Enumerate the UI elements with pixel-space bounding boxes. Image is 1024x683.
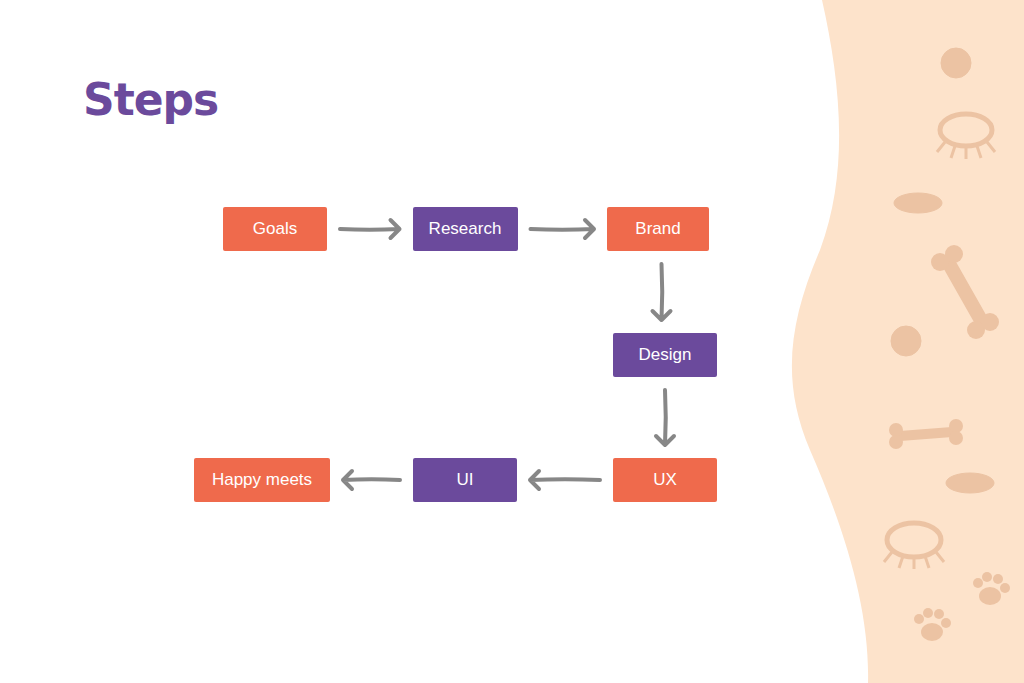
flow-arrow <box>531 220 595 238</box>
collar-spikes <box>884 142 995 569</box>
box-label: Happy meets <box>212 470 312 490</box>
pet-icons <box>884 48 1010 641</box>
box-label: UI <box>457 470 474 490</box>
bone-icon <box>900 262 982 436</box>
bowl-icon <box>946 473 994 493</box>
paw-icon <box>914 572 1010 641</box>
process-box: Brand <box>607 207 709 251</box>
process-box: Goals <box>223 207 327 251</box>
box-label: UX <box>653 470 677 490</box>
flow-arrow <box>340 220 400 238</box>
process-box: Happy meets <box>194 458 330 502</box>
title: Steps <box>83 76 218 124</box>
flow-arrow <box>653 264 671 320</box>
process-box: UI <box>413 458 517 502</box>
flow-arrow <box>656 390 674 445</box>
bone-ends <box>889 245 999 449</box>
ball-icon <box>891 326 921 356</box>
box-label: Research <box>429 219 502 239</box>
process-box: UX <box>613 458 717 502</box>
box-label: Goals <box>253 219 297 239</box>
box-label: Design <box>639 345 692 365</box>
flow-arrow <box>530 471 600 489</box>
ball-icon <box>941 48 971 78</box>
bowl-icon <box>894 193 942 213</box>
process-box: Design <box>613 333 717 377</box>
flow-arrow <box>343 471 400 489</box>
process-box: Research <box>413 207 518 251</box>
box-label: Brand <box>635 219 680 239</box>
peach-band <box>792 0 1024 683</box>
